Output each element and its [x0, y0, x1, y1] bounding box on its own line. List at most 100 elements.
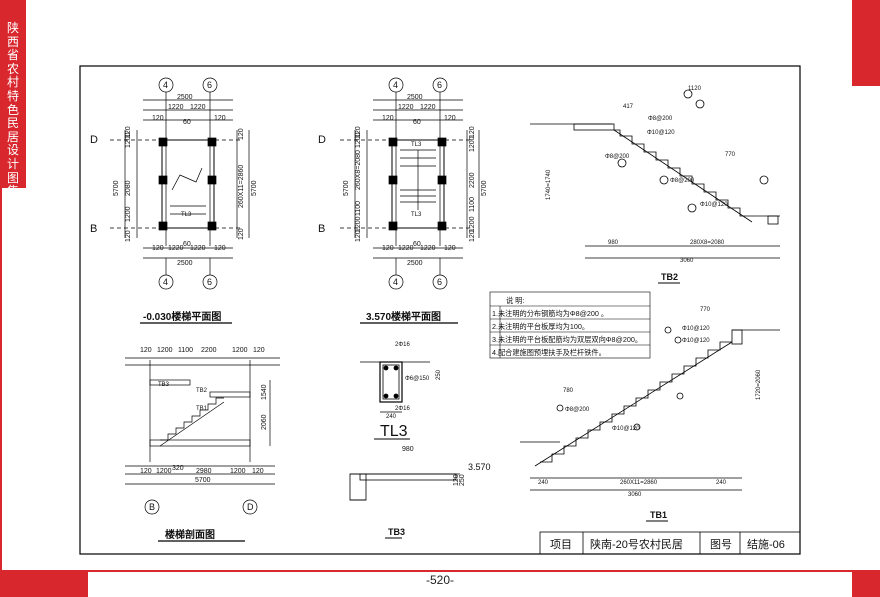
plan1-dim: 120	[214, 245, 226, 252]
title-block-drawing-label: 图号	[710, 538, 732, 551]
tb1-dim: 1720=2060	[756, 369, 762, 400]
plan2-dim: 1200	[469, 216, 476, 232]
notes-box	[489, 291, 651, 359]
notes-heading: 说 明:	[506, 296, 524, 305]
tb2-title: TB2	[661, 272, 678, 282]
tb1-rebar: Φ10@120	[682, 326, 710, 332]
plan1-dim: 260X11=2860	[238, 165, 245, 208]
plan1-dim: 120	[238, 128, 245, 140]
plan2-dim: 120	[469, 126, 476, 138]
tl3-detail	[360, 361, 430, 413]
tl3-dim: 250	[436, 369, 442, 380]
tb3-dim: 250	[459, 474, 466, 486]
title-block	[539, 531, 801, 555]
notes-item: 2.未注明的平台板厚均为100。	[492, 322, 589, 331]
section-dim: 1200	[232, 347, 248, 354]
plan2-dim: 120	[382, 115, 394, 122]
section-dim: 5700	[195, 477, 211, 484]
plan1-axis-4-bottom: 4	[163, 277, 168, 287]
plan1-title: -0.030楼梯平面图	[143, 310, 221, 323]
plan1-axis-4: 4	[163, 80, 168, 90]
plan2-dim: 2500	[407, 94, 423, 101]
section-axis-d: D	[247, 502, 254, 512]
page-number: -520-	[425, 573, 454, 587]
section-dim: 1200	[156, 468, 172, 475]
tb1-dim: 780	[563, 388, 574, 394]
plan1-dim: 1220	[168, 245, 184, 252]
plan2-dim: 1220	[420, 245, 436, 252]
side-strip	[0, 188, 2, 570]
tb1-rebar: Φ8@200	[565, 407, 590, 413]
plan2-dim: 1220	[398, 245, 414, 252]
tb2-rebar: Φ8@200	[648, 116, 673, 122]
tb1-rebar: Φ10@120	[682, 338, 710, 344]
section-dim: 120	[253, 347, 265, 354]
section-dim: 2200	[201, 347, 217, 354]
plan2-tl3-label: TL3	[411, 212, 422, 218]
plan1-dim: 5700	[251, 180, 258, 196]
plan2-axis-b: B	[318, 223, 325, 235]
plan2-tl3-label: TL3	[411, 142, 422, 148]
tb2-dim: 3060	[680, 258, 694, 264]
tb1-dim: 260X11=2860	[620, 480, 658, 486]
side-tab: 陕西省农村特色民居设计图集	[0, 0, 26, 198]
plan1-axis-d: D	[90, 134, 98, 146]
plan1-axis-b: B	[90, 223, 97, 235]
section-tag: TB2	[196, 388, 208, 394]
tb2-dim: 1740=1740	[546, 169, 552, 200]
tl3-title: TL3	[380, 423, 408, 440]
tb1-detail	[520, 326, 780, 491]
plan2-dim: 260X8=2080	[355, 150, 362, 190]
plan1-dim: 120	[125, 126, 132, 138]
plan2-dim: 1200	[355, 216, 362, 232]
section-dim: 2060	[261, 414, 268, 430]
plan1-dim: 120	[152, 245, 164, 252]
footer-bar	[0, 570, 880, 597]
plan2-axis-d: D	[318, 134, 326, 146]
plan1-dim: 2080	[125, 180, 132, 196]
plan2-dim: 1220	[420, 104, 436, 111]
section-dim: 1200	[157, 347, 173, 354]
section-dim: 1100	[178, 347, 193, 354]
section-title: 楼梯剖面图	[165, 528, 215, 541]
tb3-detail	[349, 473, 460, 501]
plan2-axis-4-bottom: 4	[393, 277, 398, 287]
plan1-dim: 1200	[125, 132, 132, 148]
tb1-dim: 3060	[628, 492, 642, 498]
plan1-dim: 1220	[168, 104, 184, 111]
tb3-dim: 3.570	[468, 462, 491, 472]
plan2-dim: 2200	[469, 172, 476, 188]
notes-item: 1.未注明的分布钢筋均为Φ8@200 。	[492, 309, 608, 318]
tb1-title: TB1	[650, 510, 667, 520]
plan2-axis-4: 4	[393, 80, 398, 90]
tl3-dim: 2Φ16	[395, 342, 410, 348]
section-dim: 120	[140, 347, 152, 354]
section-axis-b: B	[149, 502, 155, 512]
plan2-dim: 120	[355, 230, 362, 242]
tb2-dim: 417	[623, 104, 634, 110]
section-dim: 320	[172, 465, 184, 472]
plan1-dim: 120	[238, 228, 245, 240]
notes-item: 3.未注明的平台板配筋均为双层双向Φ8@200。	[492, 335, 642, 344]
tb2-rebar: Φ8@200	[670, 178, 695, 184]
section-dim: 1200	[230, 468, 246, 475]
side-title: 陕西省农村特色民居设计图集	[6, 21, 19, 199]
tb2-rebar: Φ10@120	[647, 130, 675, 136]
plan1-axis-6-bottom: 6	[207, 277, 212, 287]
plan2-dim: 120	[355, 126, 362, 138]
tb3-title: TB3	[388, 527, 405, 537]
tb3-dim: 980	[402, 446, 414, 453]
plan1-dim: 1200	[125, 206, 132, 222]
plan1-dim: 120	[125, 230, 132, 242]
plan2-dim: 2500	[407, 260, 423, 267]
plan2-title: 3.570楼梯平面图	[366, 310, 441, 323]
tb2-dim: 1120	[688, 86, 702, 92]
plan2-dim: 1100	[469, 197, 476, 212]
tl3-dim: Φ6@150	[405, 376, 430, 382]
plan2-dim: 120	[382, 245, 394, 252]
plan-2	[340, 77, 480, 290]
notes-item: 4.配合建施图预埋扶手及栏杆铁件。	[492, 348, 606, 357]
tb2-detail	[530, 89, 780, 259]
plan2-axis-6-bottom: 6	[437, 277, 442, 287]
plan2-dim: 120	[469, 230, 476, 242]
